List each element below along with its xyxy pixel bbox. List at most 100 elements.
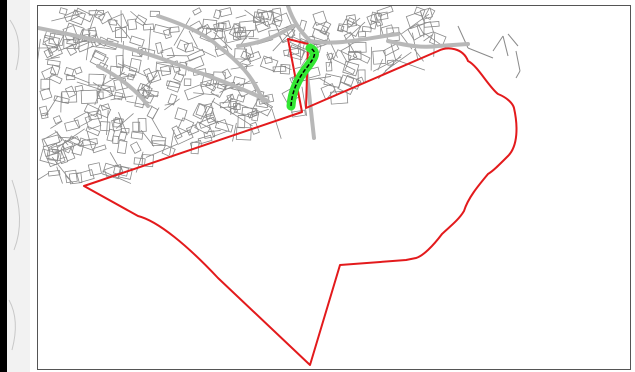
street-block: [115, 54, 125, 69]
street-segment: [91, 45, 117, 51]
street-block: [129, 35, 145, 47]
street-block: [312, 21, 329, 35]
street-segment: [145, 95, 159, 98]
street-block: [40, 112, 49, 120]
street-block: [42, 34, 60, 49]
street-segment: [130, 10, 147, 26]
street-block: [64, 85, 77, 99]
street-block: [325, 61, 333, 72]
street-segment: [299, 32, 302, 65]
street-block: [61, 135, 81, 151]
street-block: [61, 90, 78, 103]
map-canvas[interactable]: [38, 6, 631, 370]
major-road: [286, 6, 400, 45]
street-block: [88, 73, 105, 86]
street-segment: [117, 63, 149, 78]
major-road: [38, 26, 270, 103]
street-block: [251, 111, 260, 122]
street-block: [386, 59, 395, 66]
street-block: [41, 134, 61, 148]
street-segment: [169, 129, 175, 156]
street-block: [240, 50, 252, 61]
street-segment: [60, 92, 62, 113]
street-segment: [57, 38, 90, 52]
street-block: [323, 73, 342, 88]
street-block: [312, 10, 328, 26]
street-block: [213, 9, 222, 20]
street-block: [107, 13, 129, 33]
major-road: [236, 24, 295, 48]
street-segment: [401, 13, 430, 35]
map-frame[interactable]: [37, 5, 631, 370]
street-segment: [38, 38, 41, 61]
street-block: [85, 125, 101, 137]
outer-street: [515, 50, 521, 72]
street-block: [74, 66, 83, 75]
street-segment: [164, 102, 175, 106]
street-block: [141, 154, 154, 168]
street-block: [192, 102, 208, 120]
street-block: [128, 57, 142, 73]
street-block: [264, 56, 273, 65]
street-block: [47, 170, 61, 177]
street-block: [232, 31, 247, 40]
street-block: [221, 68, 232, 80]
street-block: [237, 115, 246, 129]
street-block: [183, 78, 192, 86]
street-block: [113, 117, 124, 125]
street-block: [129, 141, 142, 154]
street-block: [366, 13, 379, 26]
street-segment: [66, 73, 91, 84]
street-block: [94, 10, 106, 21]
street-block: [202, 18, 218, 31]
outer-street: [502, 35, 509, 57]
street-segment: [44, 95, 59, 117]
street-block: [96, 104, 112, 119]
street-block: [272, 7, 283, 23]
street-segment: [56, 128, 85, 149]
street-segment: [249, 108, 269, 116]
gutter-contours: [8, 19, 21, 351]
street-segment: [209, 130, 221, 133]
street-block: [257, 93, 275, 105]
street-block: [155, 41, 164, 54]
street-segment: [235, 14, 247, 19]
street-block: [117, 165, 134, 180]
street-segment: [58, 136, 76, 139]
street-segment: [213, 31, 233, 51]
study-area-boundary[interactable]: [83, 38, 518, 366]
street-segment: [390, 43, 397, 62]
street-block: [228, 23, 245, 40]
street-block: [132, 121, 141, 132]
street-block: [184, 84, 205, 101]
highlighted-road-segment[interactable]: [286, 43, 319, 111]
street-segment: [280, 65, 292, 71]
street-block: [84, 113, 102, 130]
street-block: [340, 44, 358, 63]
street-segment: [344, 21, 366, 42]
street-block: [183, 42, 195, 53]
street-block: [146, 70, 162, 84]
street-segment: [51, 156, 72, 181]
street-segment: [268, 10, 281, 15]
street-segment: [152, 107, 160, 119]
street-block: [98, 11, 113, 25]
street-segment: [301, 86, 308, 116]
street-segment: [377, 59, 383, 71]
street-block: [361, 25, 372, 33]
street-block: [169, 26, 180, 33]
street-block: [76, 169, 95, 184]
street-block: [214, 120, 234, 133]
street-block: [352, 50, 371, 64]
street-segment: [92, 82, 114, 95]
outer-street: [492, 35, 504, 52]
street-block: [279, 63, 291, 75]
street-segment: [135, 151, 144, 173]
street-block: [204, 82, 217, 92]
street-block: [231, 76, 246, 92]
street-segment: [223, 107, 253, 127]
street-segment: [164, 98, 180, 111]
street-block: [149, 10, 160, 18]
street-block: [43, 48, 54, 59]
